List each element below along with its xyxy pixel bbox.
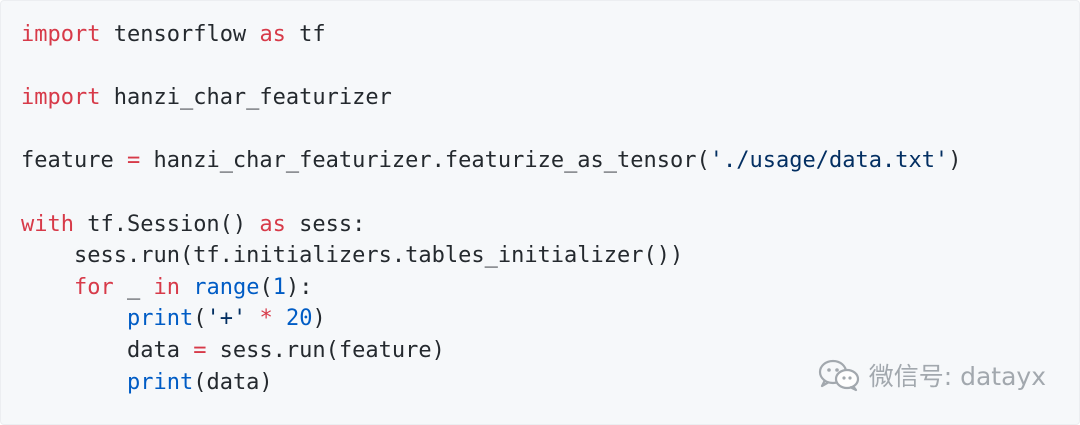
code-line: print('+' * 20)	[21, 303, 1059, 335]
code-token: _	[113, 274, 154, 300]
code-token: in	[153, 274, 180, 300]
code-token	[21, 275, 74, 300]
code-token: (	[259, 274, 273, 300]
watermark: 微信号: datayx	[817, 357, 1046, 393]
code-token	[180, 275, 193, 300]
code-token: sess:	[285, 211, 366, 237]
code-token: as	[259, 22, 286, 47]
code-line	[21, 177, 1059, 209]
code-line: print(data)	[21, 367, 1059, 399]
code-lines: import tensorflow as tf import hanzi_cha…	[21, 19, 1059, 398]
code-token: for	[73, 274, 114, 300]
code-token: range	[193, 274, 260, 300]
code-token	[21, 306, 127, 331]
code-token: )	[948, 148, 962, 174]
code-token: './usage/data.txt'	[709, 148, 949, 174]
code-line: import tensorflow as tf	[21, 19, 1059, 51]
code-token: )	[312, 306, 326, 332]
code-token	[21, 370, 127, 395]
code-token: (	[193, 306, 207, 332]
code-token: print	[126, 306, 194, 332]
code-token: import	[21, 22, 101, 47]
code-token: tf	[285, 22, 326, 47]
code-token: import	[21, 85, 101, 111]
code-token: tensorflow	[100, 22, 260, 47]
code-line: import hanzi_char_featurizer	[21, 82, 1059, 114]
code-token: '+'	[206, 306, 247, 332]
code-token: sess.run(tf.initializers.tables_initiali…	[21, 243, 684, 269]
code-token: ):	[285, 274, 313, 300]
code-line: with tf.Session() as sess:	[21, 209, 1059, 241]
code-token: as	[259, 211, 286, 237]
code-token: print	[126, 369, 194, 395]
code-token: tf.Session()	[73, 211, 260, 237]
code-token	[246, 306, 259, 331]
code-token: 20	[285, 306, 313, 332]
code-line: sess.run(tf.initializers.tables_initiali…	[21, 240, 1059, 272]
code-token: (data)	[193, 369, 273, 395]
code-token: 1	[272, 274, 286, 300]
code-line: for _ in range(1):	[21, 272, 1059, 304]
code-token: =	[126, 148, 141, 174]
code-line: data = sess.run(feature)	[21, 335, 1059, 367]
code-token: data	[21, 337, 194, 363]
code-token: with	[21, 211, 74, 237]
code-token	[273, 306, 286, 331]
watermark-text: 微信号: datayx	[868, 362, 1046, 391]
code-token: sess.run(feature)	[206, 337, 445, 363]
code-token: =	[193, 337, 207, 363]
code-token: *	[259, 306, 273, 332]
code-token: feature	[21, 148, 127, 174]
code-token: hanzi_char_featurizer	[100, 85, 392, 111]
code-token: hanzi_char_featurizer.featurize_as_tenso…	[140, 148, 710, 174]
code-line	[21, 51, 1059, 83]
code-line: feature = hanzi_char_featurizer.featuriz…	[21, 145, 1059, 177]
code-line	[21, 114, 1059, 146]
wechat-icon	[817, 358, 861, 392]
